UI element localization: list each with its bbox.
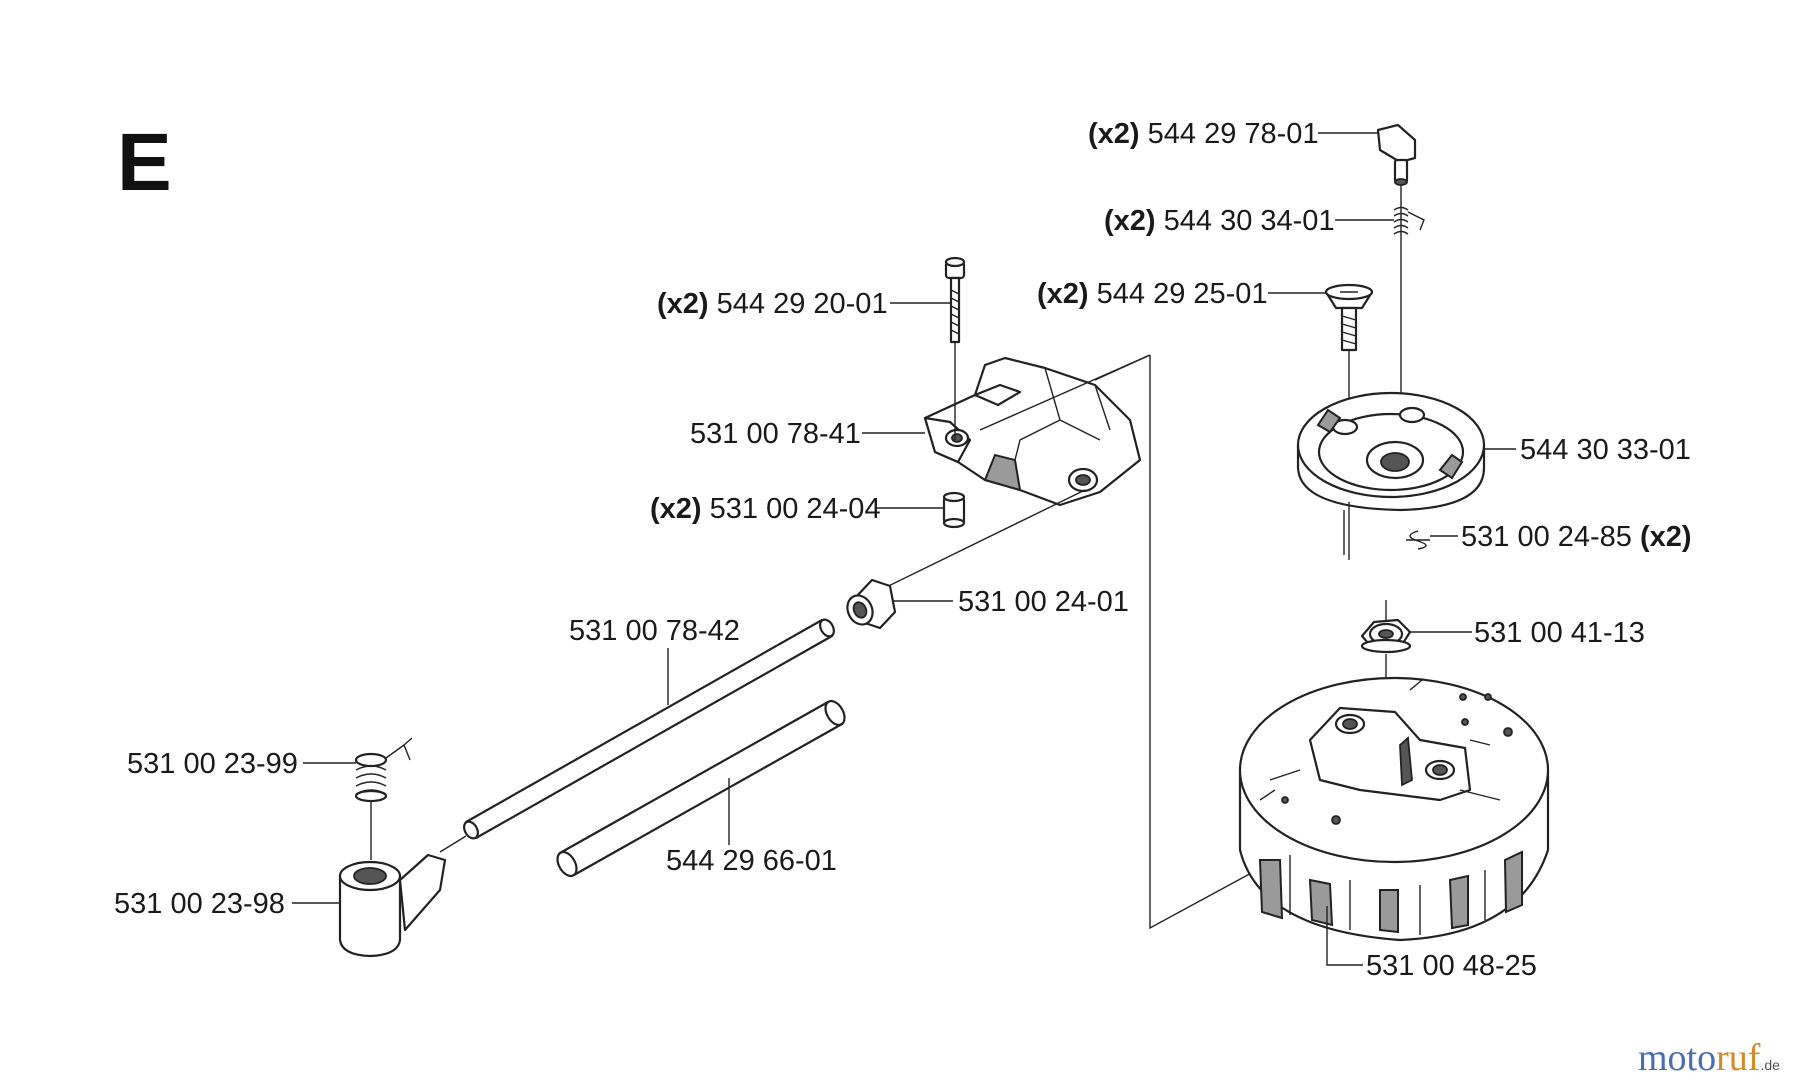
callout-544-29-66-01: 544 29 66-01 bbox=[666, 845, 837, 877]
callout-labels: (x2) 544 29 78-01 (x2) 544 30 34-01 (x2)… bbox=[114, 118, 1692, 982]
pivot-clip bbox=[1406, 530, 1430, 550]
spacer-sleeve bbox=[942, 491, 966, 529]
callout-531-00-48-25: 531 00 48-25 bbox=[1366, 950, 1537, 982]
callout-531-00-24-85: 531 00 24-85 (x2) bbox=[1461, 521, 1692, 553]
callout-544-29-20-01: (x2) 544 29 20-01 bbox=[657, 288, 888, 320]
watermark-part2: ruf bbox=[1716, 1037, 1761, 1079]
ignition-module bbox=[923, 356, 1142, 507]
callout-531-00-24-04: (x2) 531 00 24-04 bbox=[650, 493, 881, 525]
callout-531-00-78-42: 531 00 78-42 bbox=[569, 615, 740, 647]
callout-531-00-23-98: 531 00 23-98 bbox=[114, 888, 285, 920]
flywheel-nut bbox=[1360, 600, 1412, 720]
callout-544-30-34-01: (x2) 544 30 34-01 bbox=[1104, 205, 1335, 237]
spark-spring bbox=[354, 737, 413, 860]
callout-544-30-33-01: 544 30 33-01 bbox=[1520, 434, 1691, 466]
svg-text:motoruf.de: motoruf.de bbox=[1638, 1037, 1780, 1079]
callout-544-29-78-01: (x2) 544 29 78-01 bbox=[1088, 118, 1319, 150]
starter-cup bbox=[1296, 391, 1486, 560]
leader-lines bbox=[292, 132, 1516, 966]
flywheel-cup-screw bbox=[1324, 283, 1374, 420]
pawl-spring bbox=[1393, 206, 1425, 235]
grommet bbox=[846, 578, 897, 630]
watermark-part1: moto bbox=[1638, 1037, 1716, 1079]
section-letter: E bbox=[117, 117, 172, 208]
callout-531-00-78-41: 531 00 78-41 bbox=[690, 418, 861, 450]
callout-544-29-25-01: (x2) 544 29 25-01 bbox=[1037, 278, 1268, 310]
callout-531-00-41-13: 531 00 41-13 bbox=[1474, 617, 1645, 649]
ignition-screw bbox=[944, 256, 966, 440]
callout-531-00-24-01: 531 00 24-01 bbox=[958, 586, 1129, 618]
flywheel bbox=[1238, 676, 1550, 942]
protective-tube bbox=[556, 699, 846, 878]
spark-plug-cap bbox=[338, 853, 447, 958]
callout-531-00-23-99: 531 00 23-99 bbox=[127, 748, 298, 780]
watermark-suffix: .de bbox=[1760, 1057, 1780, 1073]
pawl-knob bbox=[1376, 123, 1417, 410]
ignition-lead bbox=[439, 618, 835, 853]
watermark-logo: motoruf.de bbox=[1638, 1037, 1780, 1079]
